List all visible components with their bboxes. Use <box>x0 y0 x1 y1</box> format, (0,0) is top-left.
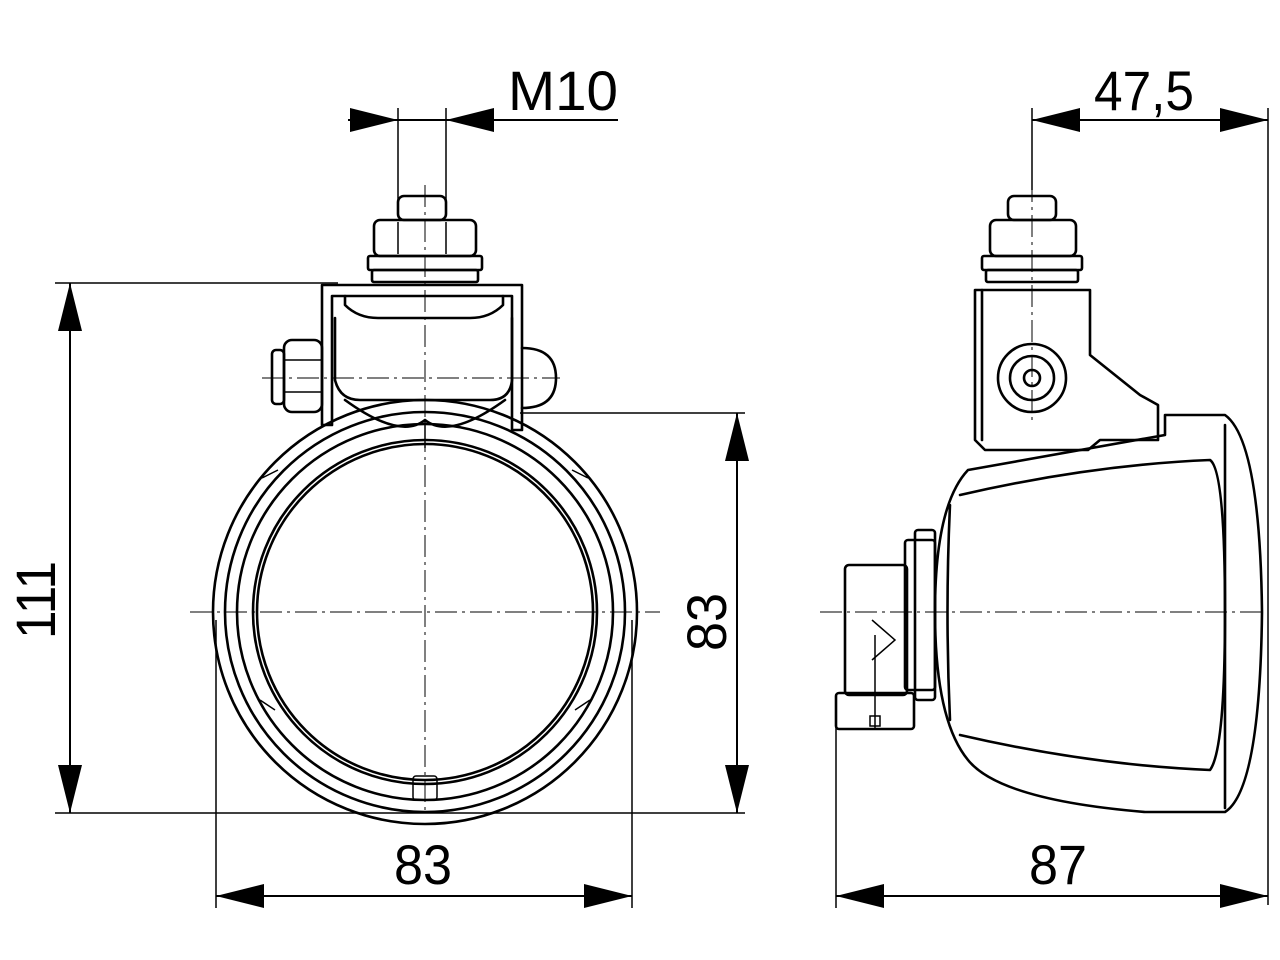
m10-arrow-left <box>350 108 398 132</box>
side-body <box>933 413 1264 814</box>
width-83-arrow-right <box>584 884 632 908</box>
height-111-label: 111 <box>4 561 67 639</box>
diameter-83-arrow-top <box>725 413 749 461</box>
dimension-lines <box>55 108 1269 908</box>
side-view <box>820 180 1265 814</box>
front-top-nut <box>366 194 484 284</box>
thread-label: M10 <box>508 59 618 122</box>
depth-87-arrow-left <box>836 884 884 908</box>
side-connector <box>834 528 937 731</box>
offset-47-5-arrow-right <box>1220 108 1268 132</box>
offset-47-5-label: 47,5 <box>1094 59 1194 122</box>
height-111-arrow-top <box>58 283 82 331</box>
dimension-labels: M10 111 83 83 47,5 87 <box>4 59 1194 896</box>
front-view <box>190 185 660 826</box>
offset-47-5-arrow-left <box>1032 108 1080 132</box>
side-bolt <box>996 342 1068 414</box>
front-side-bolt <box>270 338 558 414</box>
lens-diameter-83-label: 83 <box>675 593 738 651</box>
depth-87-label: 87 <box>1029 833 1087 896</box>
width-83-arrow-left <box>216 884 264 908</box>
front-housing <box>211 398 639 826</box>
side-bracket <box>973 288 1160 452</box>
diameter-83-arrow-bottom <box>725 765 749 813</box>
side-top-nut <box>980 194 1084 284</box>
height-111-arrow-bottom <box>58 765 82 813</box>
depth-87-arrow-right <box>1220 884 1268 908</box>
width-83-label: 83 <box>394 833 452 896</box>
front-bracket <box>320 283 524 432</box>
m10-arrow-right <box>446 108 494 132</box>
